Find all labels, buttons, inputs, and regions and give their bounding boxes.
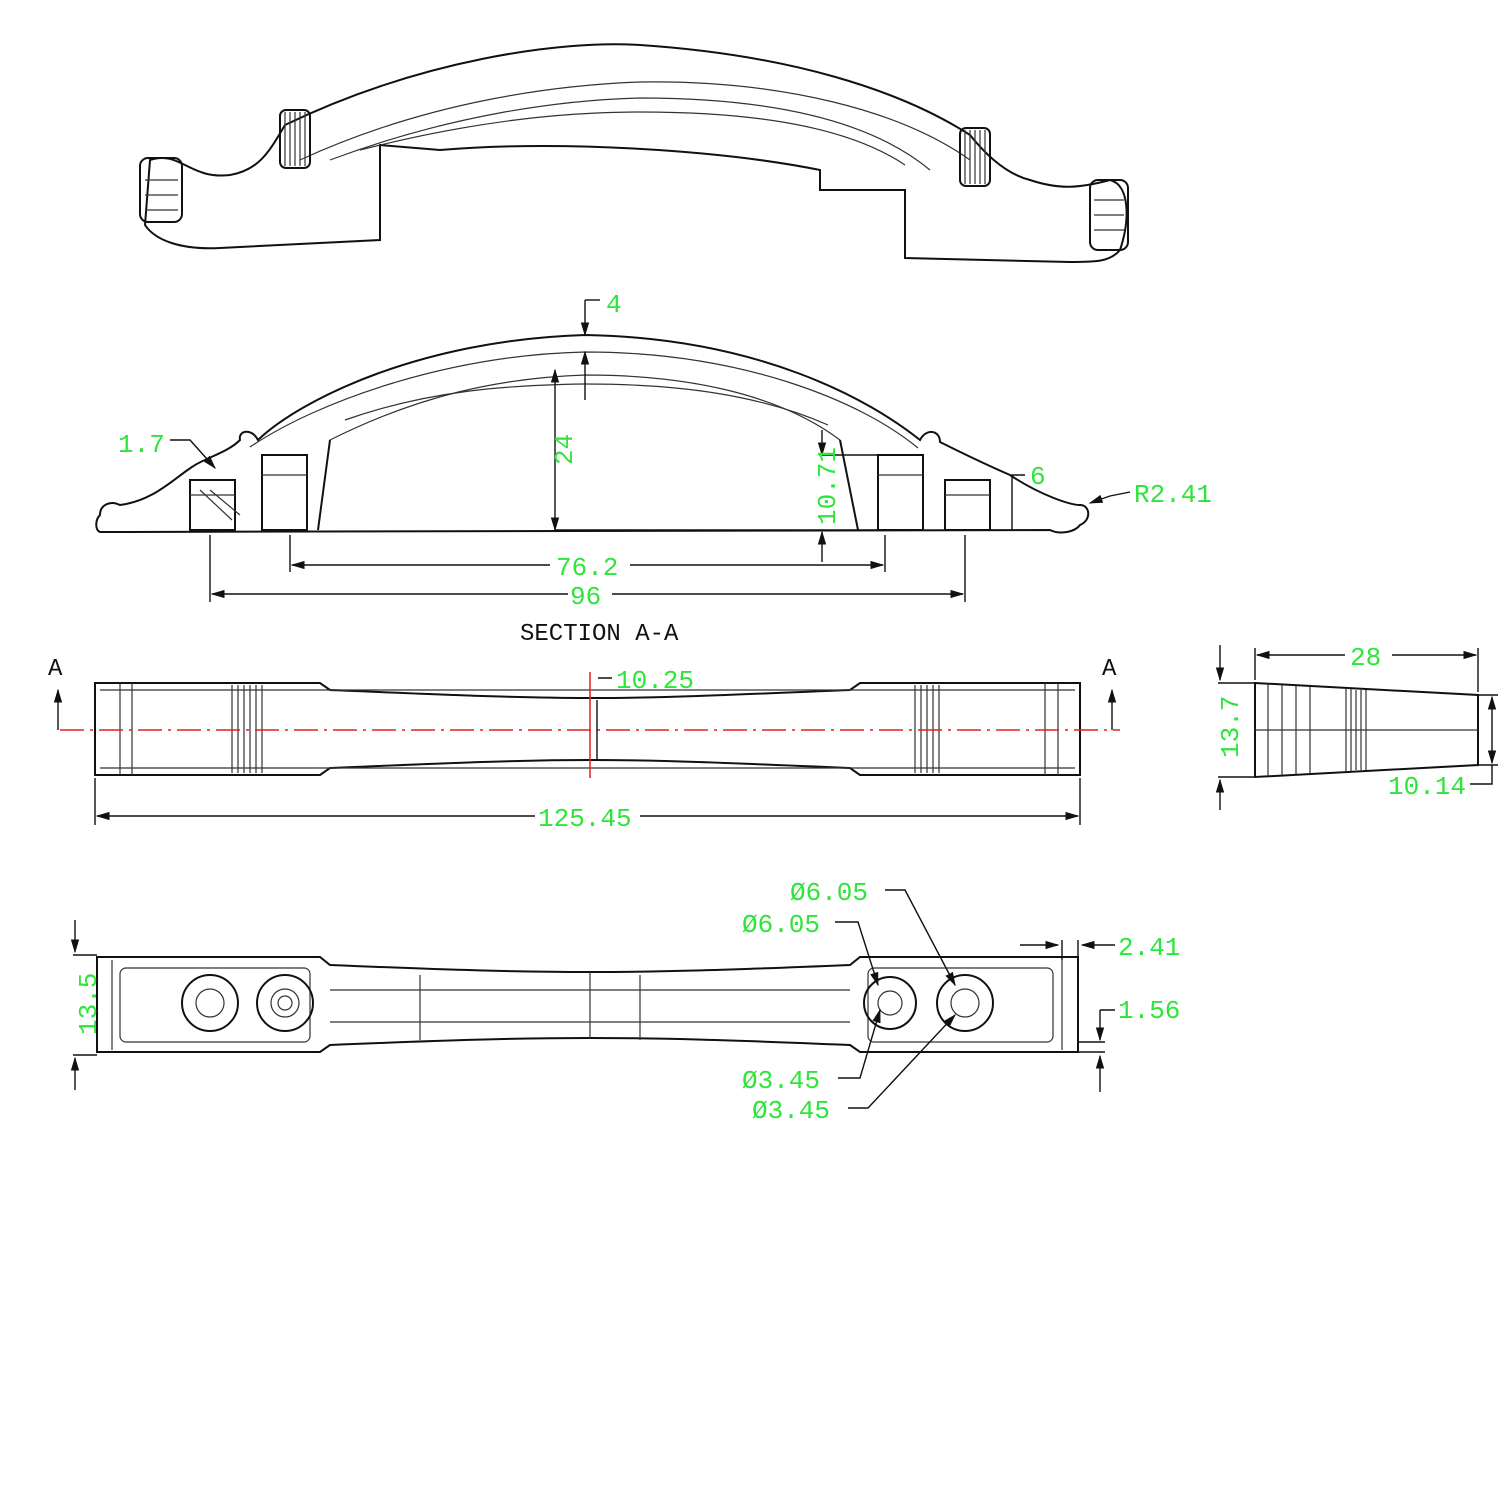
dim-leg-height: 10.71	[813, 447, 843, 525]
section-view: 4 24 1.7 10.71 6 R2.41 76.2 96 SECTION A…	[95, 290, 1212, 648]
dim-lip: 1.7	[118, 430, 165, 460]
dim-overall-length: 125.45	[538, 804, 632, 834]
dim-edge-inset: 1.56	[1118, 996, 1180, 1026]
section-marker-left: A	[48, 656, 63, 683]
dim-end-height: 13.7	[1216, 696, 1246, 758]
dim-counterbore-a: Ø6.05	[790, 878, 868, 908]
dim-hole-span: 96	[570, 582, 601, 612]
dim-hole-a: Ø3.45	[742, 1066, 820, 1096]
bottom-view: 13.5 Ø6.05 Ø6.05 Ø3.45 Ø3.45 2.41 1.56	[70, 878, 1180, 1126]
dim-counterbore-b: Ø6.05	[742, 910, 820, 940]
section-label: SECTION A-A	[520, 621, 679, 648]
dim-height-inner: 24	[550, 434, 580, 465]
dim-inner-span: 76.2	[556, 553, 618, 583]
dim-side-offset: 6	[1030, 462, 1046, 492]
dim-base-width: 13.5	[74, 973, 104, 1035]
dim-end-width: 28	[1350, 643, 1381, 673]
top-view: A A 10.25 125.45	[48, 656, 1120, 834]
dim-hole-b: Ø3.45	[752, 1096, 830, 1126]
dim-radius-end: R2.41	[1134, 480, 1212, 510]
dim-grip-width: 10.25	[616, 666, 694, 696]
isometric-view	[139, 43, 1129, 264]
end-view: 28 13.7 10.14	[1215, 643, 1498, 810]
dim-edge-offset: 2.41	[1118, 933, 1180, 963]
dim-end-inner: 10.14	[1388, 772, 1466, 802]
section-marker-right: A	[1102, 656, 1117, 683]
dim-top-thickness: 4	[606, 290, 622, 320]
